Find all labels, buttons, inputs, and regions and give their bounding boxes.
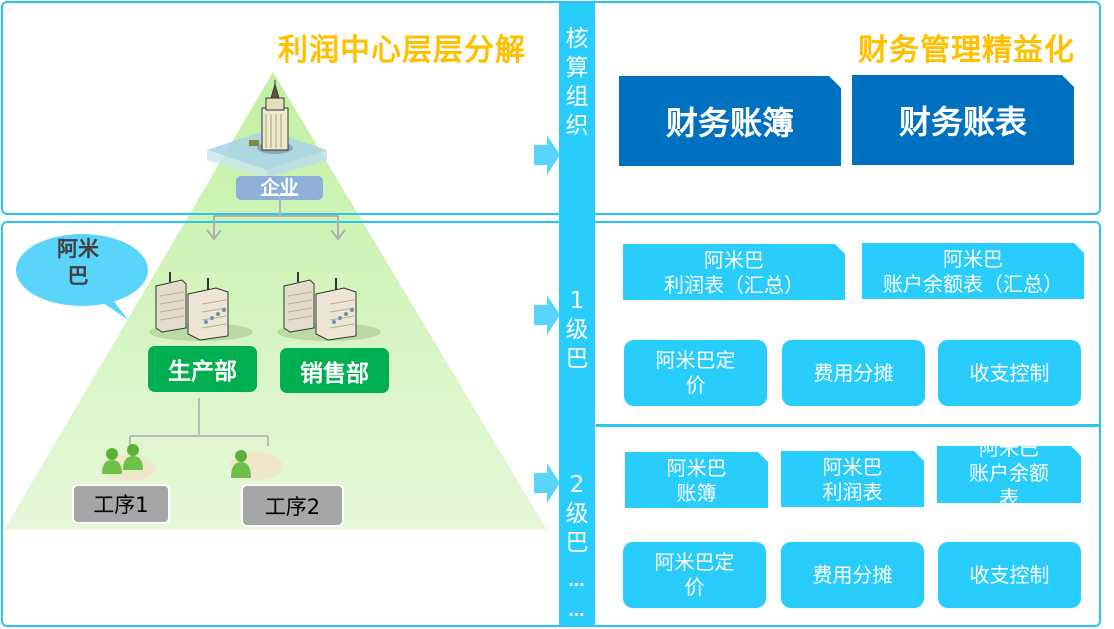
arrow-right-icon [534, 295, 560, 335]
amoeba-bubble-text: 阿米巴 [57, 237, 99, 288]
report-line2: 利润表（汇总） [664, 273, 804, 297]
report-line2: 账户余额表（汇总） [883, 272, 1063, 296]
l1-cost-allocation-button[interactable]: 费用分摊 [782, 340, 925, 406]
user-icon [229, 450, 283, 480]
l2-pricing-button[interactable]: 阿米巴定价 [623, 542, 766, 608]
enterprise-connector [206, 198, 346, 241]
ellipsis-2: … [568, 601, 586, 620]
button-label: 阿米巴定价 [655, 348, 736, 397]
office-buildings-icon [277, 272, 381, 341]
profit-center-title: 利润中心层层分解 [278, 33, 526, 68]
amoeba-panel [1, 221, 1101, 627]
report-line1: 阿米巴 [943, 247, 1003, 271]
report-line3: 表 [999, 486, 1019, 503]
report-line2: 利润表 [822, 480, 883, 504]
process-2[interactable]: 工序2 [241, 484, 344, 527]
arrow-right-icon [534, 135, 560, 175]
skyscraper-icon [207, 80, 327, 178]
finance-ledger[interactable]: 财务账簿 [619, 76, 841, 166]
accounting-org-text: 核算组织 [565, 26, 589, 139]
enterprise-label: 企业 [236, 176, 323, 200]
department-sales[interactable]: 销售部 [280, 348, 389, 393]
process-1[interactable]: 工序1 [72, 484, 170, 524]
l2-cost-allocation-button[interactable]: 费用分摊 [781, 542, 924, 608]
department-connector [129, 398, 269, 446]
l1-pricing-button[interactable]: 阿米巴定价 [624, 340, 767, 406]
accounting-org-label: 核算组织 [559, 25, 595, 141]
button-label: 阿米巴定价 [654, 550, 735, 599]
report-line1: 阿米巴 [822, 455, 883, 479]
report-line2: 账簿 [676, 481, 717, 505]
l2-revenue-control-button[interactable]: 收支控制 [938, 542, 1081, 608]
report-line2: 账户余额 [969, 461, 1049, 485]
finance-management-title: 财务管理精益化 [858, 33, 1075, 68]
l2-ledger-report[interactable]: 阿米巴 账簿 [625, 452, 768, 508]
report-line1: 阿米巴 [979, 446, 1039, 460]
l2-profit-report[interactable]: 阿米巴 利润表 [781, 451, 924, 507]
amoeba-bubble [16, 234, 148, 320]
user-group-icon [100, 444, 156, 481]
l1-balance-report[interactable]: 阿米巴 账户余额表（汇总） [862, 243, 1084, 299]
accounting-org-panel [1, 1, 1101, 215]
office-buildings-icon [149, 272, 253, 341]
level-divider [596, 424, 1100, 427]
report-line1: 阿米巴 [704, 248, 764, 272]
l1-revenue-control-button[interactable]: 收支控制 [938, 340, 1081, 406]
arrow-right-icon [534, 463, 560, 503]
finance-report[interactable]: 财务账表 [852, 75, 1074, 165]
l2-balance-report[interactable]: 阿米巴 账户余额 表 [937, 446, 1081, 503]
ellipsis-1: … [568, 571, 586, 590]
report-line1: 阿米巴 [666, 456, 727, 480]
department-production[interactable]: 生产部 [148, 346, 257, 392]
l1-profit-report[interactable]: 阿米巴 利润表（汇总） [623, 244, 845, 300]
